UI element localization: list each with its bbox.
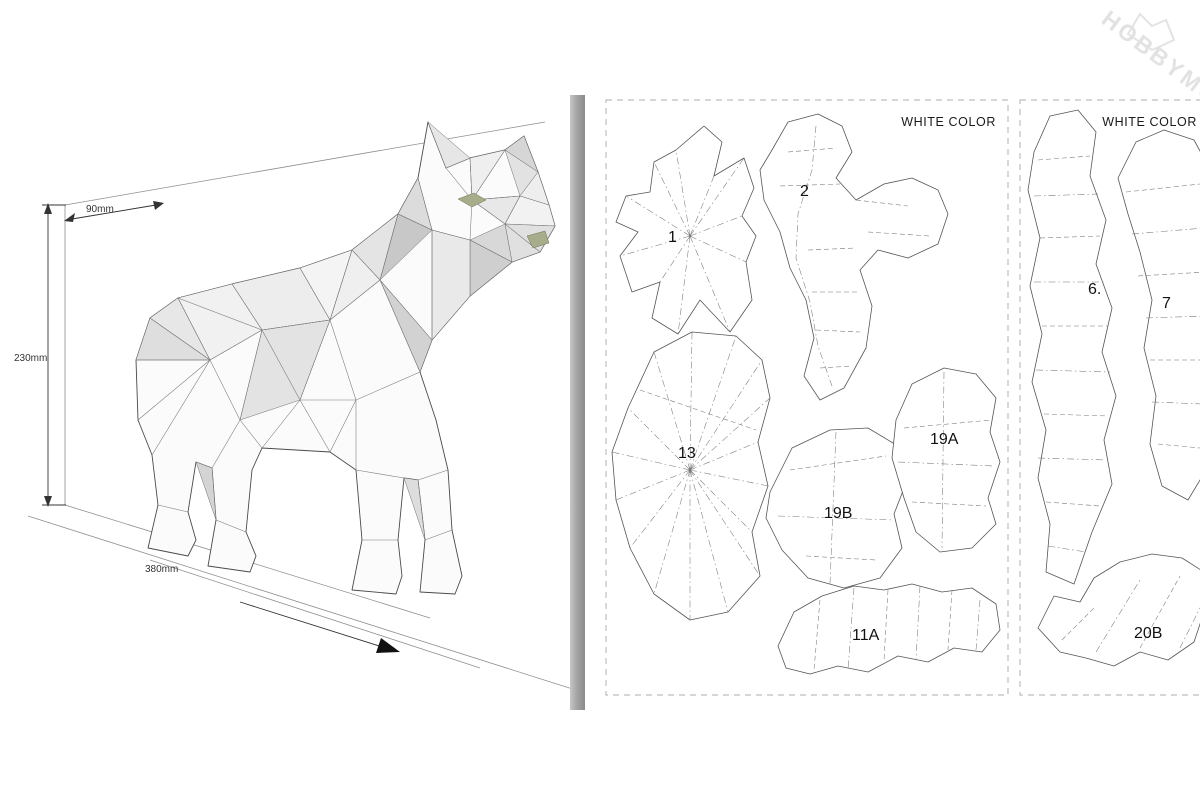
piece-13-label: 13 xyxy=(678,445,696,462)
dimension-arrowheads xyxy=(44,201,164,507)
sheet-1-cut-border xyxy=(605,99,1009,696)
pattern-piece-6: 6. xyxy=(1027,109,1117,585)
model-preview-panel: 90mm 230mm 380mm xyxy=(14,121,583,693)
cat-nose-facet xyxy=(526,230,550,249)
sheet-2-cut-border xyxy=(1019,99,1200,696)
pattern-piece-19a: 19A xyxy=(891,367,1001,553)
piece-6-label: 6. xyxy=(1088,281,1101,298)
ground-direction-arrow-icon xyxy=(376,638,400,653)
piece-20b-label: 20B xyxy=(1134,625,1162,642)
watermark: HOBBYMO xyxy=(1097,5,1200,111)
pattern-piece-1: 1 xyxy=(615,125,757,335)
dimension-annotations: 90mm 230mm 380mm xyxy=(14,201,400,653)
bounding-box-lines xyxy=(27,121,583,693)
dimension-height-label: 230mm xyxy=(14,353,47,364)
pattern-sheet-2: WHITE COLOR 6. 7 20B xyxy=(1019,99,1200,696)
papercraft-cat-model xyxy=(135,121,556,595)
pattern-piece-13: 13 xyxy=(611,331,771,621)
cat-shaded-facets xyxy=(135,121,556,541)
cat-eye-facet xyxy=(457,192,487,208)
sheet-2-color-label: WHITE COLOR xyxy=(1102,115,1197,129)
sheet-1-color-label: WHITE COLOR xyxy=(901,115,996,129)
pattern-piece-2: 2 xyxy=(759,113,949,401)
piece-7-label: 7 xyxy=(1162,295,1171,312)
piece-11a-label: 11A xyxy=(852,627,880,644)
piece-19a-label: 19A xyxy=(930,431,959,448)
pattern-piece-19b: 19B xyxy=(765,427,909,589)
pattern-piece-11a: 11A xyxy=(777,583,1001,675)
dimension-depth-label: 90mm xyxy=(86,204,114,215)
piece-19b-label: 19B xyxy=(824,505,852,522)
pattern-piece-7: 7 xyxy=(1117,129,1200,501)
piece-2-label: 2 xyxy=(800,183,809,200)
piece-1-label: 1 xyxy=(668,229,677,246)
pattern-piece-20b: 20B xyxy=(1037,553,1200,667)
pattern-sheet-1: WHITE COLOR 1 2 13 19B xyxy=(605,99,1009,696)
dimension-length-label: 380mm xyxy=(145,564,178,575)
panel-divider xyxy=(570,95,585,710)
watermark-fox-logo-icon xyxy=(1126,12,1176,52)
